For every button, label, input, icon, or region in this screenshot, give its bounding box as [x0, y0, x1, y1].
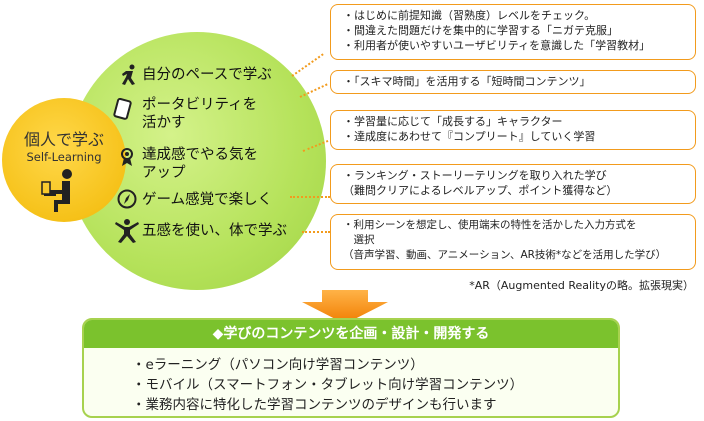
down-arrow-icon: [302, 290, 388, 324]
feature-achievement: 達成感でやる気を アップ: [142, 147, 258, 181]
self-learning-title: 個人で学ぶ: [23, 130, 104, 149]
compass-icon: [117, 189, 137, 209]
box-item-custom: ・業務内容に特化した学習コンテンツのデザインも行います: [132, 397, 497, 413]
self-learning-subtitle: Self-Learning: [26, 150, 102, 164]
studying-person-icon: [41, 169, 72, 212]
feature-own-pace: 自分のペースで学ぶ: [142, 67, 272, 83]
note-box-1: ・はじめに前提知識（習熟度）レベルをチェック。 ・間違えた問題だけを集中的に学習…: [330, 4, 696, 60]
content-development-title: ◆学びのコンテンツを企画・設計・開発する: [84, 320, 618, 348]
jumping-person-icon: [115, 219, 139, 243]
feature-portability: ポータビリティを 活かす: [142, 97, 258, 131]
box-item-elearning: ・eラーニング（パソコン向け学習コンテンツ）: [132, 357, 424, 373]
note-box-3: ・学習量に応じて「成長する」キャラクター ・達成度にあわせて『コンプリート』して…: [330, 110, 696, 150]
feature-five-senses: 五感を使い、体で学ぶ: [142, 223, 287, 239]
note-box-4: ・ランキング・ストーリーテリングを取り入れた学び （難問クリアによるレベルアップ…: [330, 164, 696, 204]
note-box-5: ・利用シーンを想定し、使用端末の特性を活かした入力方式を 選択 （音声学習、動画…: [330, 214, 696, 270]
feature-game: ゲーム感覚で楽しく: [142, 192, 273, 208]
walking-person-icon: [122, 64, 135, 85]
tablet-icon: [113, 98, 132, 120]
connector-4: [290, 196, 330, 198]
note-box-2: ・「スキマ時間」を活用する「短時間コンテンツ」: [330, 70, 696, 94]
connector-1: [291, 53, 324, 77]
connector-5: [302, 231, 330, 233]
content-development-box: ◆学びのコンテンツを企画・設計・開発する ・eラーニング（パソコン向け学習コンテ…: [82, 318, 620, 418]
footnote: *AR（Augmented Realityの略。拡張現実）: [469, 279, 694, 292]
box-item-mobile: ・モバイル（スマートフォン・タブレット向け学習コンテンツ）: [132, 377, 524, 393]
medal-icon: [121, 148, 133, 166]
